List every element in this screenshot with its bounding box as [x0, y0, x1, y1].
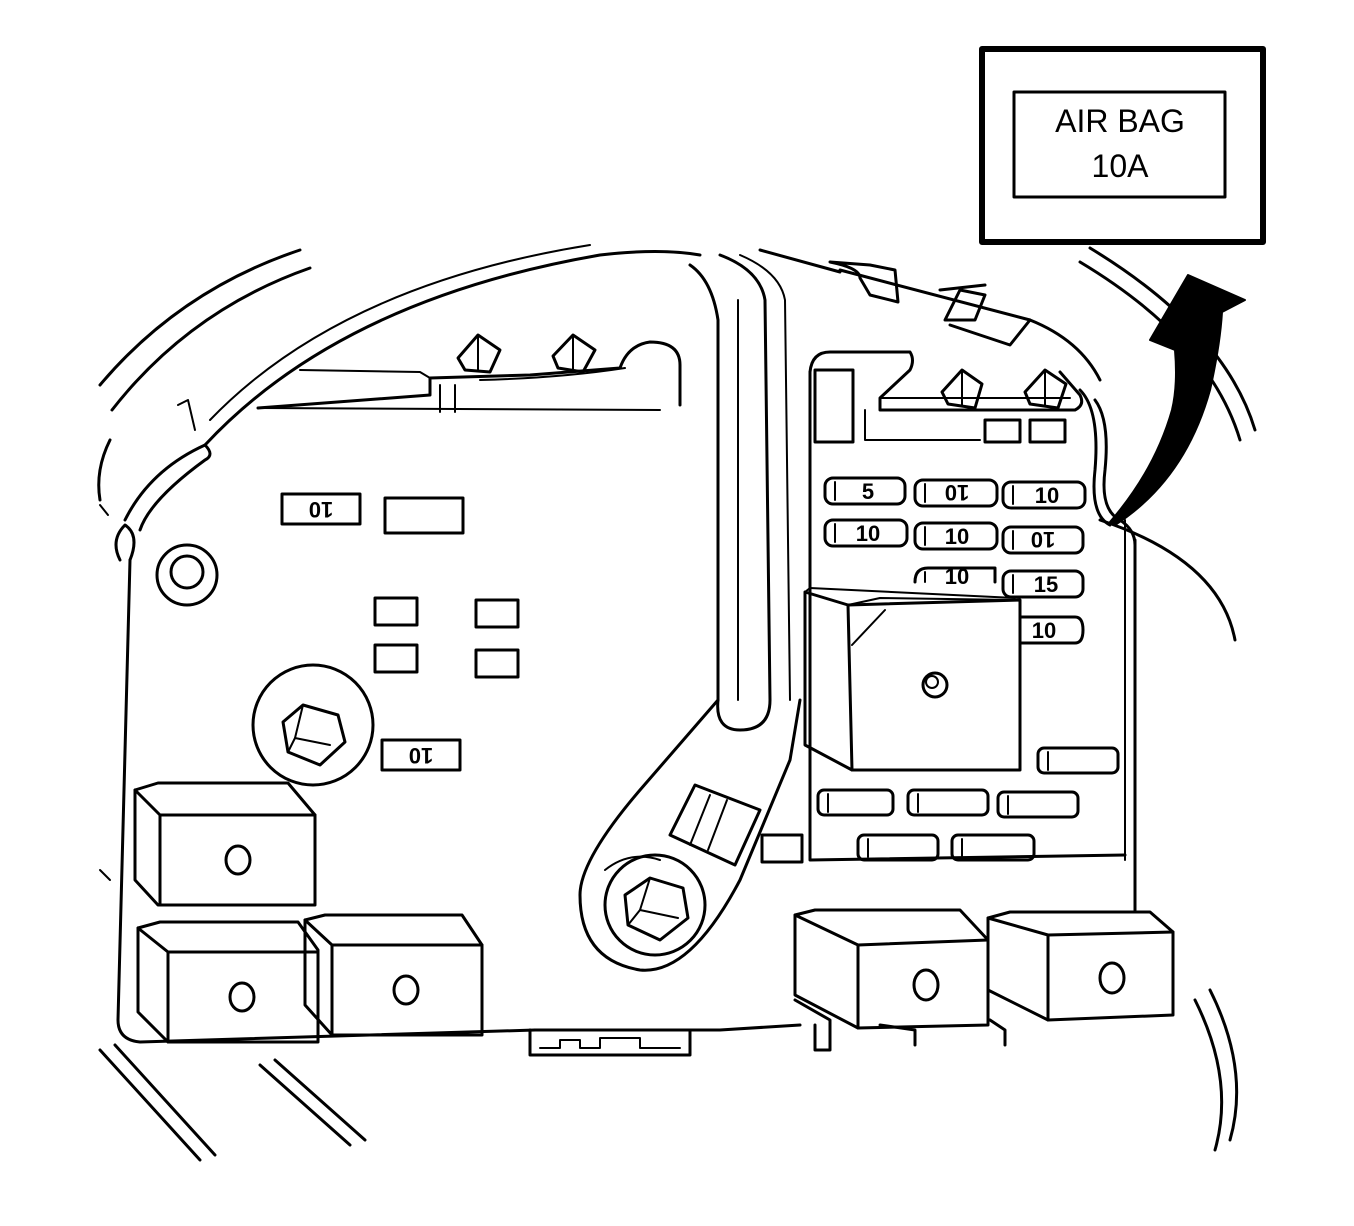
fuse-left-lower: 10	[380, 738, 462, 772]
top-ridge	[256, 340, 682, 413]
airbag-fuse-callout: AIR BAG 10A	[979, 46, 1266, 245]
fuse-r4c3-label: 10	[1032, 618, 1056, 643]
relay-right-a	[793, 908, 990, 1030]
relay-left-bottom-a	[136, 920, 320, 1044]
left-pads	[373, 496, 520, 679]
fuse-left-upper: 10	[280, 492, 362, 526]
fuse-r2c3: 10	[1001, 525, 1085, 555]
fuse-left-lower-label: 10	[409, 743, 433, 768]
fuse-r3c2: 10	[913, 564, 997, 589]
bolt-hex-center	[603, 853, 707, 957]
pyramid-stud-3	[940, 368, 984, 410]
pyramid-stud-4	[1023, 368, 1068, 410]
fuse-r1c1: 5	[823, 476, 907, 506]
callout-label-line1: AIR BAG	[1055, 103, 1185, 139]
bus-bar	[578, 253, 802, 972]
relay-left-bottom-b	[303, 913, 484, 1037]
removal-arrow-icon	[1109, 274, 1246, 526]
fuse-block-housing	[99, 244, 1137, 1057]
mount-hole-left	[155, 543, 219, 607]
fuse-r2c2-label: 10	[945, 524, 969, 549]
relay-large	[803, 587, 1022, 772]
fuse-r1c2-label: 10	[945, 480, 969, 505]
relay-right-b	[986, 910, 1175, 1022]
pyramid-stud-1	[456, 333, 502, 374]
connector-stud	[668, 783, 762, 867]
mini-fuses-blank	[816, 746, 1120, 862]
fuse-r1c1-label: 5	[862, 479, 874, 504]
fuse-r3c3-label: 15	[1034, 572, 1058, 597]
fuse-r2c3-label: 10	[1031, 527, 1055, 552]
fuse-r2c1-label: 10	[856, 521, 880, 546]
fuse-r1c2: 10	[913, 478, 999, 508]
fuse-r2c2: 10	[913, 521, 999, 551]
fuse-r4c3: 10	[1018, 615, 1085, 645]
pyramid-stud-2	[551, 333, 597, 374]
fuse-r2c1: 10	[823, 518, 909, 548]
fuse-r1c3: 10	[1001, 480, 1087, 510]
fuse-r1c3-label: 10	[1035, 483, 1059, 508]
relay-left-top	[133, 781, 317, 907]
bolt-hex-left	[251, 663, 375, 787]
callout-label-line2: 10A	[1092, 148, 1150, 184]
fuse-r3c2-label: 10	[945, 564, 969, 589]
fuse-left-upper-label: 10	[309, 497, 333, 522]
fuse-r3c3: 15	[1001, 569, 1085, 599]
right-compartment	[760, 350, 1127, 864]
